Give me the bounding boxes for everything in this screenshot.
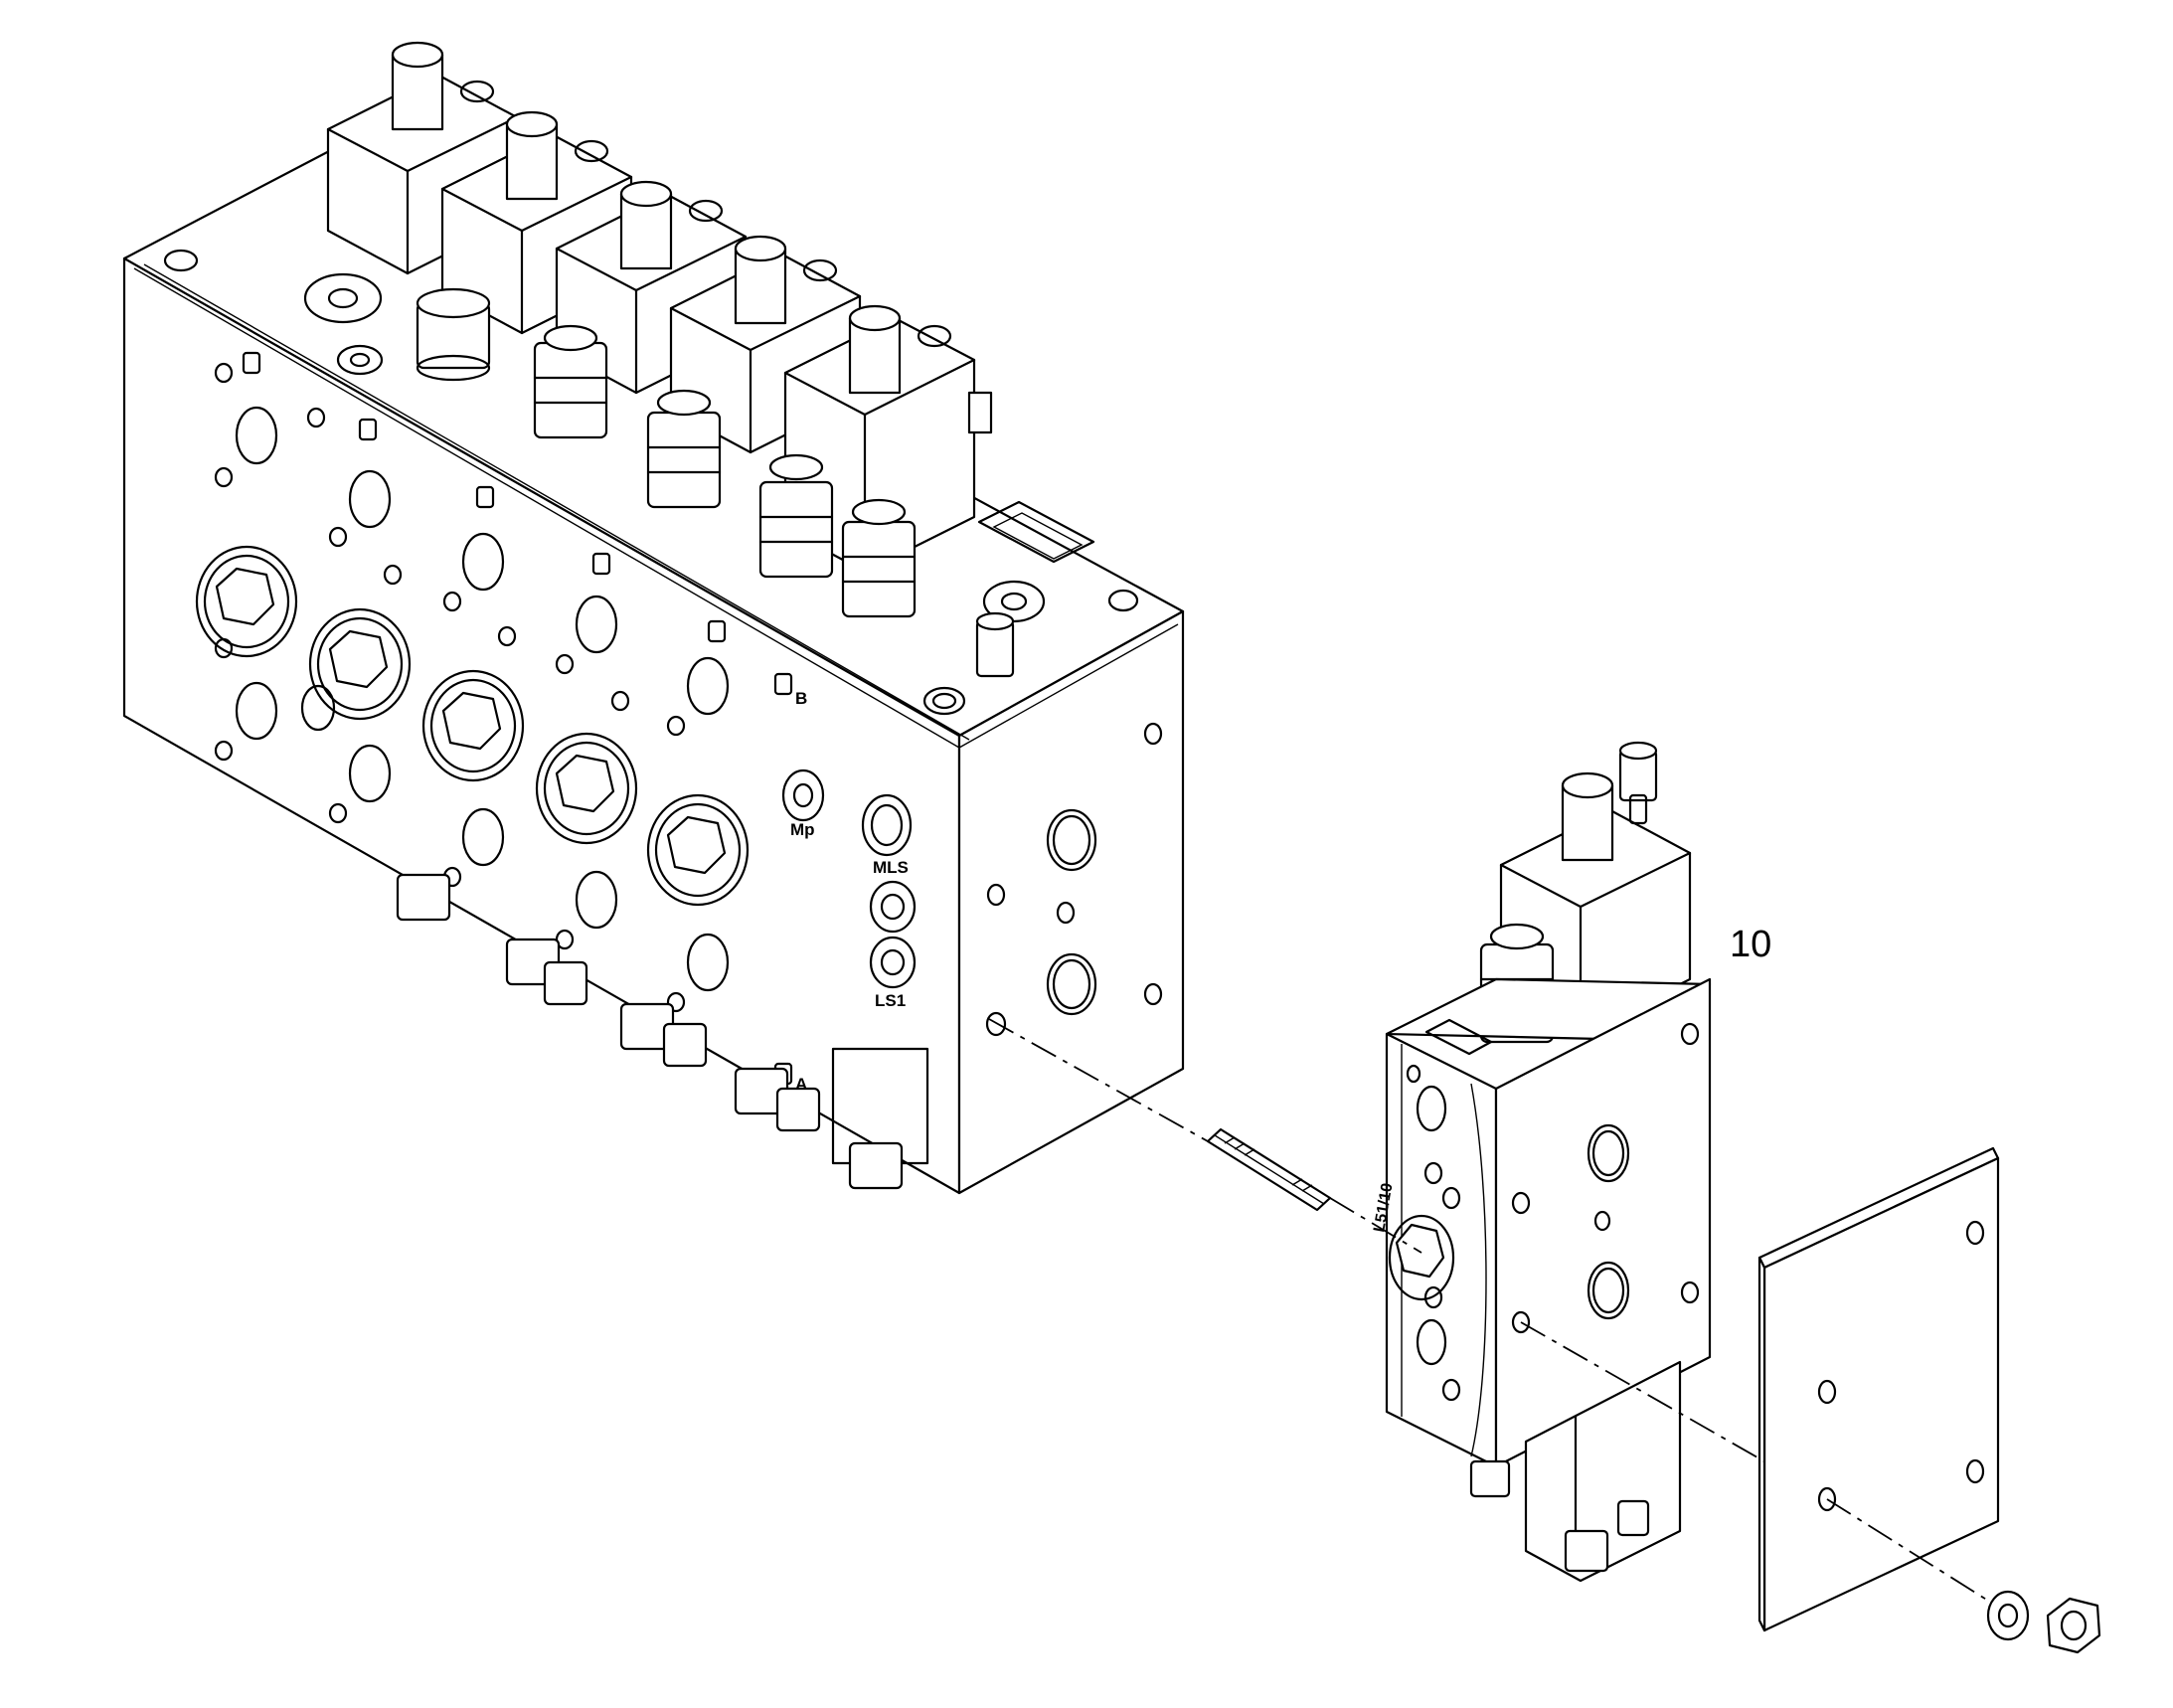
valve-section-right-holes [1511, 1022, 1700, 1334]
fitting-1 [416, 287, 491, 382]
fitting-3 [646, 389, 722, 509]
port-b-label: B [795, 689, 807, 708]
main-valve-block: B Mp MLS LS1 A [122, 41, 1185, 1195]
callout-10: 10 [1730, 924, 1771, 965]
fitting-2 [533, 324, 608, 439]
valve-section: L51/10 [1371, 741, 1712, 1583]
fitting-5 [841, 498, 917, 618]
front-plug-2 [308, 607, 412, 721]
front-plug-3 [421, 669, 525, 782]
port-mp: Mp [781, 769, 825, 839]
hex-nut [2046, 1597, 2101, 1654]
port-mls-label: MLS [873, 858, 909, 877]
main-block-end-face [957, 609, 1185, 1195]
top-port-plug-1 [303, 272, 383, 324]
fitting-small [975, 611, 1015, 678]
washer [1986, 1590, 2030, 1641]
stud-bolt [1206, 1127, 1332, 1212]
assembly-centerlines [988, 1018, 1989, 1602]
bottom-fittings [396, 873, 904, 1190]
top-port-plug-2 [336, 344, 384, 376]
valve-section-right-face [1494, 977, 1712, 1468]
port-b: B [773, 672, 807, 708]
port-mp-label: Mp [790, 820, 815, 839]
valve-section-left-holes [1406, 1064, 1461, 1402]
end-face-holes [985, 722, 1163, 1037]
port-mls: MLS [869, 858, 917, 934]
front-plug-4 [535, 732, 638, 845]
front-plug-1 [195, 545, 298, 658]
port-ls1: LS1 [869, 936, 917, 1010]
fitting-4 [758, 453, 834, 579]
front-port-holes [214, 362, 730, 1013]
front-plug-5 [646, 793, 750, 907]
end-cover-plate [1757, 1146, 2000, 1632]
port-ls1-label: LS1 [875, 991, 906, 1010]
port-plug-end [861, 793, 913, 857]
